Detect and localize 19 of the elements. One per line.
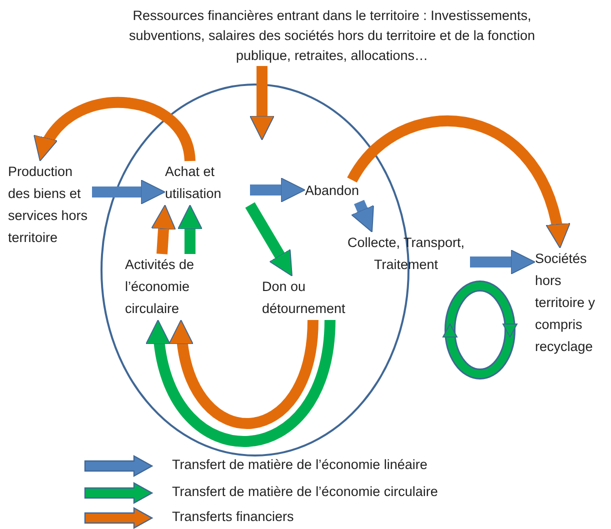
flow-arrow <box>151 204 176 254</box>
flow-arrow <box>34 97 196 163</box>
node-label: Don ou détournement <box>262 278 346 318</box>
flow-arrow <box>250 178 306 202</box>
legend-label: Transferts financiers <box>172 509 294 524</box>
flow-arrow <box>148 320 336 447</box>
legend-label: Transfert de matière de l’économie circulaire <box>172 484 438 499</box>
flow-arrow <box>170 320 318 429</box>
legend-label: Transfert de matière de l’économie linéaire <box>172 457 428 472</box>
node-label: Ressources financières entrant dans le territoire : Investissements, subventions, salaires des sociétés hors du territoire et de la fonction publique, retraites, allocations… <box>128 7 536 65</box>
flow-arrow <box>347 116 568 249</box>
flow-arrow <box>470 250 536 274</box>
flow-arrow <box>92 180 166 204</box>
flow-arrow <box>178 204 202 254</box>
node-label: Production des biens et services hors territoire <box>8 163 89 247</box>
node-label: Sociétés hors territoire y compris recyclage <box>535 250 596 356</box>
node-label: Activités de l’économie circulaire <box>125 256 196 318</box>
node-label: Abandon <box>305 182 360 200</box>
node-label: Achat et utilisation <box>165 163 222 203</box>
